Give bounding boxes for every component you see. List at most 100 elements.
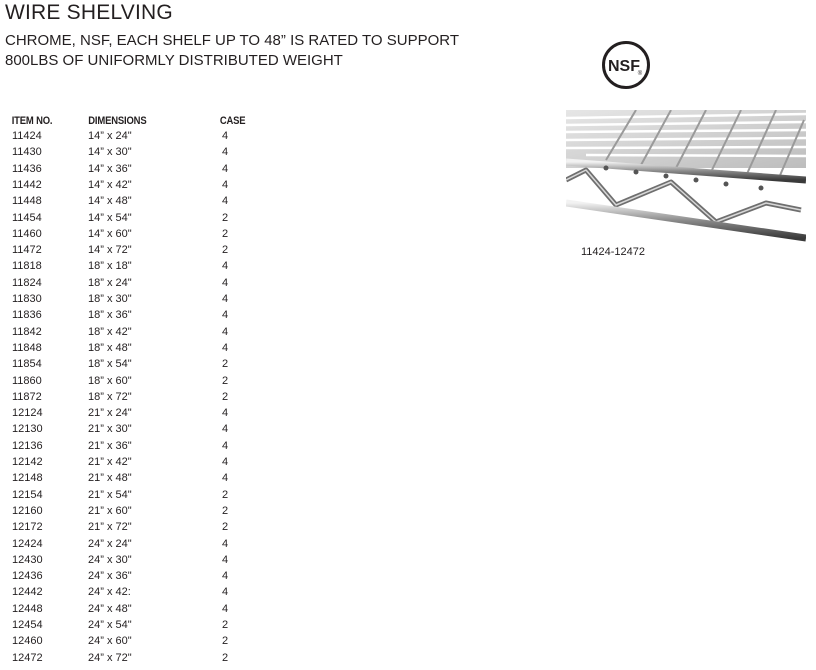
dimensions: 24” x 42: — [88, 586, 131, 599]
item-number: 11824 — [12, 276, 42, 289]
item-number: 11442 — [12, 178, 42, 191]
item-number: 11836 — [12, 309, 42, 322]
case-quantity: 4 — [221, 276, 229, 289]
dimensions: 21” x 30" — [88, 423, 132, 436]
table-row: 11842 18” x 42" 4 — [10, 326, 270, 342]
dimensions: 18” x 72" — [88, 390, 132, 403]
item-number: 11454 — [12, 211, 42, 224]
item-number: 11460 — [12, 227, 42, 240]
case-quantity: 4 — [221, 178, 229, 191]
item-number: 12430 — [12, 553, 43, 566]
case-quantity: 4 — [221, 162, 229, 175]
case-quantity: 4 — [221, 407, 229, 420]
item-number: 11848 — [12, 341, 42, 354]
description-line-1: CHROME, NSF, EACH SHELF UP TO 48” IS RAT… — [5, 32, 459, 49]
case-quantity: 2 — [221, 374, 229, 387]
dimensions: 14” x 30" — [88, 146, 132, 159]
item-number: 12124 — [12, 407, 43, 420]
table-row: 12130 21” x 30" 4 — [10, 423, 270, 439]
item-number: 12442 — [12, 586, 43, 599]
dimensions: 18” x 54" — [88, 358, 132, 371]
dimensions: 18” x 36" — [88, 309, 132, 322]
dimensions: 18” x 30" — [88, 293, 132, 305]
dimensions: 18” x 18" — [88, 260, 132, 273]
table-row: 11454 14” x 54" 2 — [10, 212, 270, 228]
case-quantity: 4 — [221, 130, 229, 142]
case-quantity: 4 — [221, 439, 229, 452]
case-quantity: 2 — [221, 244, 229, 257]
dimensions: 14” x 36" — [88, 162, 132, 175]
dimensions: 21” x 54" — [88, 488, 132, 501]
dimensions: 24” x 36" — [88, 570, 132, 583]
dimensions: 14” x 54" — [88, 211, 132, 224]
dimensions: 21” x 24" — [88, 407, 132, 420]
item-number: 12130 — [12, 423, 43, 436]
item-number: 11860 — [12, 374, 42, 387]
case-quantity: 4 — [221, 423, 229, 436]
item-number: 11842 — [12, 325, 42, 338]
dimensions: 18” x 60" — [88, 374, 132, 387]
svg-text:®: ® — [638, 70, 643, 77]
table-row: 11860 18” x 60" 2 — [10, 375, 270, 391]
dimensions: 21” x 42" — [88, 456, 132, 468]
item-number: 12472 — [12, 651, 43, 664]
dimensions: 21” x 36" — [88, 439, 132, 452]
case-quantity: 4 — [221, 341, 229, 354]
dimensions: 21” x 60" — [88, 504, 132, 517]
item-number: 12160 — [12, 504, 43, 517]
table-header: ITEM NO. DIMENSIONS CASE — [10, 115, 246, 131]
table-row: 12160 21” x 60" 2 — [10, 505, 270, 521]
case-quantity: 4 — [221, 602, 229, 615]
case-quantity: 4 — [221, 325, 229, 338]
case-quantity: 2 — [221, 211, 229, 224]
case-quantity: 4 — [221, 570, 229, 583]
case-quantity: 2 — [221, 504, 229, 517]
dimensions: 24” x 30" — [88, 553, 132, 566]
item-number: 12460 — [12, 635, 43, 648]
table-row: 11830 18” x 30" 4 — [10, 293, 270, 309]
item-number: 12436 — [12, 570, 43, 583]
dimensions: 14” x 72" — [88, 244, 132, 257]
dimensions: 18” x 24" — [88, 276, 132, 289]
case-quantity: 2 — [221, 521, 229, 534]
case-quantity: 4 — [221, 586, 229, 599]
item-number: 11818 — [12, 260, 42, 273]
table-row: 12136 21” x 36" 4 — [10, 440, 270, 456]
description-line-2: 800LBS OF UNIFORMLY DISTRIBUTED WEIGHT — [5, 52, 343, 69]
item-number: 12136 — [12, 439, 43, 452]
svg-text:NSF: NSF — [608, 58, 640, 75]
dimensions: 18” x 48" — [88, 341, 132, 354]
page-title: WIRE SHELVING — [5, 1, 173, 24]
case-quantity: 2 — [221, 619, 229, 631]
case-quantity: 2 — [221, 390, 229, 403]
case-quantity: 4 — [221, 553, 229, 566]
dimensions: 14” x 42" — [88, 178, 132, 191]
table-row: 11824 18” x 24" 4 — [10, 277, 270, 293]
dimensions: 24” x 54" — [88, 619, 132, 631]
item-number: 12148 — [12, 472, 43, 485]
dimensions: 14” x 60" — [88, 227, 132, 240]
case-quantity: 4 — [221, 146, 229, 159]
item-number: 11854 — [12, 358, 42, 371]
wire-shelf-photo — [566, 110, 806, 242]
dimensions: 18” x 42" — [88, 325, 132, 338]
item-number: 11424 — [12, 130, 42, 142]
column-header-case: CASE — [219, 115, 246, 127]
column-header-dimensions: DIMENSIONS — [88, 115, 147, 127]
item-number: 11830 — [12, 293, 42, 305]
case-quantity: 4 — [221, 293, 229, 305]
item-number: 11872 — [12, 390, 42, 403]
